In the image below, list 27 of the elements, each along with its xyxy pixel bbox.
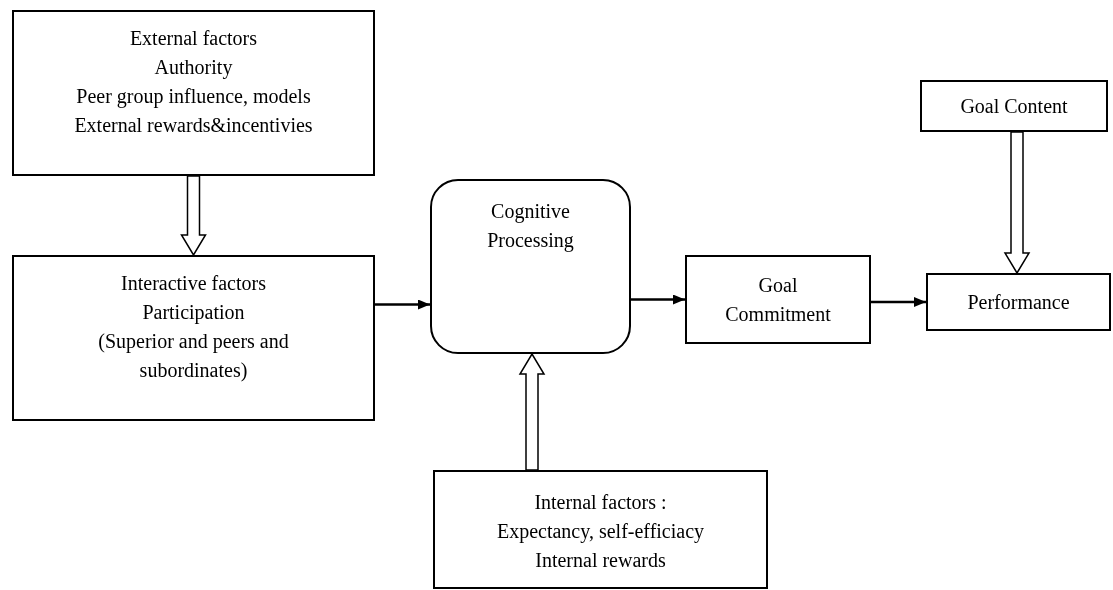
factor-box <box>926 273 1111 331</box>
hollow-block-arrow <box>1003 131 1031 275</box>
box-text: Internal factors : <box>534 490 667 515</box>
arrow <box>871 297 926 307</box>
factor-box <box>433 470 768 589</box>
arrow <box>375 299 430 310</box>
factor-box <box>12 10 375 176</box>
box-text: Performance <box>967 289 1070 315</box>
hollow-block-arrow <box>518 352 546 471</box>
box-text: Participation <box>142 300 245 326</box>
box-text: Internal rewards <box>535 548 666 573</box>
arrow <box>631 294 685 305</box>
factor-box <box>12 255 375 421</box>
box-text: Authority <box>154 55 233 81</box>
box-text: Interactive factors <box>121 271 266 296</box>
process-rounded-box <box>430 179 631 354</box>
box-text: (Superior and peers and subordinates) <box>97 329 290 384</box>
box-text: Expectancy, self-efficiacy <box>496 519 705 545</box>
factor-box <box>920 80 1108 132</box>
box-text: Goal Content <box>960 93 1068 119</box>
box-text: External factors <box>129 26 258 51</box>
factor-box <box>685 255 871 344</box>
box-text: Peer group influence, models <box>76 84 311 110</box>
hollow-block-arrow <box>180 175 207 257</box>
box-text: Cognitive Processing <box>486 199 575 254</box>
box-text: Goal Commitment <box>725 272 831 327</box>
box-text: External rewards&incentivies <box>74 113 313 138</box>
